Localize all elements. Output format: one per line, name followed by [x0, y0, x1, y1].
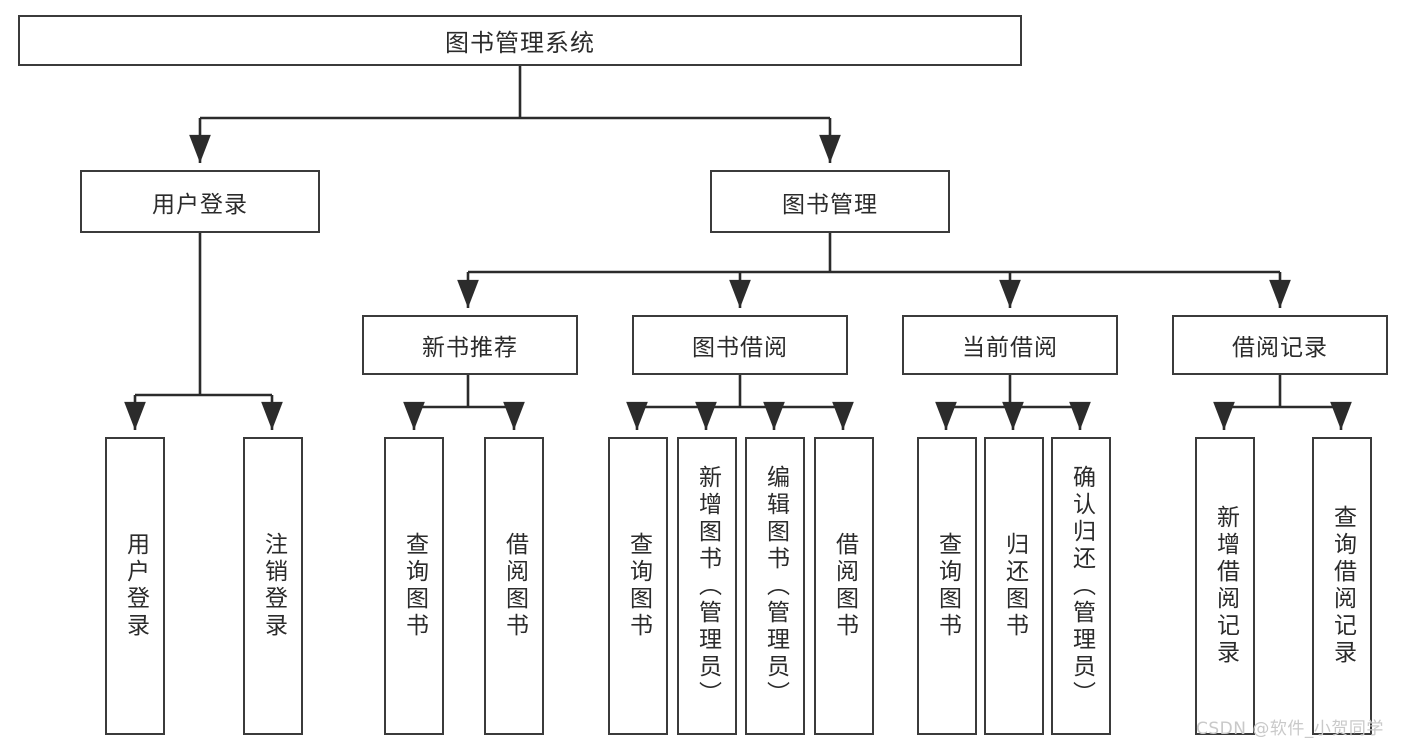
leaf-label: 借阅图书 — [831, 532, 858, 640]
node-root-system[interactable]: 图书管理系统 — [18, 15, 1022, 66]
leaf-label: 查询借阅记录 — [1329, 505, 1356, 667]
node-book-borrow[interactable]: 图书借阅 — [632, 315, 848, 375]
leaf-label: 新增图书（管理员） — [694, 464, 721, 708]
leaf-label: 用户登录 — [122, 532, 149, 640]
leaf-user-login[interactable]: 用户登录 — [105, 437, 165, 735]
leaf-borrow-book-2[interactable]: 借阅图书 — [814, 437, 874, 735]
leaf-borrow-book-1[interactable]: 借阅图书 — [484, 437, 544, 735]
leaf-label: 新增借阅记录 — [1212, 505, 1239, 667]
leaf-label: 注销登录 — [260, 532, 287, 640]
leaf-label: 查询图书 — [934, 532, 961, 640]
leaf-label: 借阅图书 — [501, 532, 528, 640]
node-borrow-record[interactable]: 借阅记录 — [1172, 315, 1388, 375]
node-book-manage[interactable]: 图书管理 — [710, 170, 950, 233]
leaf-label: 编辑图书（管理员） — [762, 464, 789, 708]
leaf-add-book[interactable]: 新增图书（管理员） — [677, 437, 737, 735]
node-new-book-recommend[interactable]: 新书推荐 — [362, 315, 578, 375]
leaf-label: 查询图书 — [401, 532, 428, 640]
node-user-login[interactable]: 用户登录 — [80, 170, 320, 233]
leaf-query-book-3[interactable]: 查询图书 — [917, 437, 977, 735]
leaf-query-book-1[interactable]: 查询图书 — [384, 437, 444, 735]
leaf-query-book-2[interactable]: 查询图书 — [608, 437, 668, 735]
leaf-label: 查询图书 — [625, 532, 652, 640]
leaf-user-logout[interactable]: 注销登录 — [243, 437, 303, 735]
leaf-add-record[interactable]: 新增借阅记录 — [1195, 437, 1255, 735]
leaf-confirm-return[interactable]: 确认归还（管理员） — [1051, 437, 1111, 735]
node-current-borrow[interactable]: 当前借阅 — [902, 315, 1118, 375]
leaf-query-record[interactable]: 查询借阅记录 — [1312, 437, 1372, 735]
leaf-label: 归还图书 — [1001, 532, 1028, 640]
leaf-label: 确认归还（管理员） — [1068, 464, 1095, 708]
leaf-return-book[interactable]: 归还图书 — [984, 437, 1044, 735]
leaf-edit-book[interactable]: 编辑图书（管理员） — [745, 437, 805, 735]
